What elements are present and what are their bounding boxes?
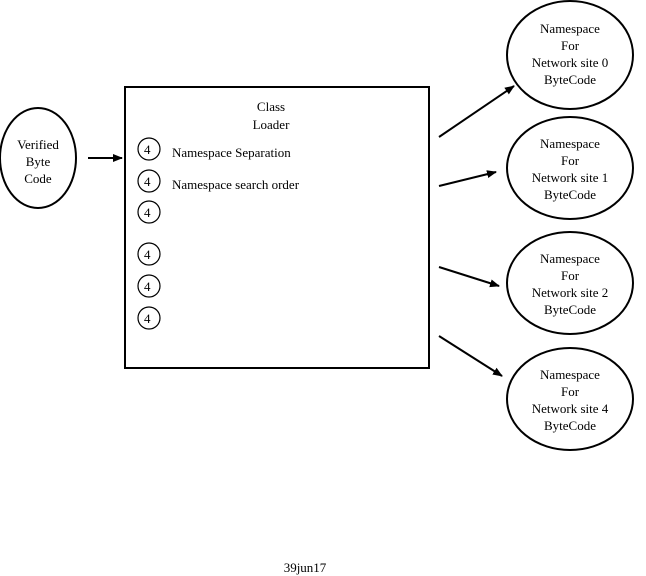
loader-item: 4 [137,274,161,298]
marker-circle-icon [137,306,161,330]
marker-circle-icon [137,169,161,193]
namespace-line: Network site 0 [532,55,609,70]
namespace-line: For [561,268,580,283]
namespace-node: Namespace For Network site 0 ByteCode [506,0,634,110]
loader-item: 4 Namespace search order [137,169,300,193]
loader-item: 4 Namespace Separation [137,137,291,161]
arrow-to-namespace-2 [438,266,500,288]
arrow-to-namespace-0 [438,85,515,138]
namespace-line: ByteCode [544,187,596,202]
namespace-line: Namespace [540,251,600,266]
namespace-line: ByteCode [544,418,596,433]
loader-item: 4 [137,242,161,266]
namespace-line: Namespace [540,367,600,382]
namespace-line: ByteCode [544,72,596,87]
loader-item-label: Namespace Separation [172,145,291,160]
namespace-line: Network site 1 [532,170,609,185]
loader-item: 4 [137,306,161,330]
arrow-to-namespace-4 [438,335,503,377]
loader-item-label: Namespace search order [172,177,300,192]
footer-label: 39jun17 [284,560,327,575]
loader-item-marker: 4 [144,311,151,326]
source-line-2: Byte [26,154,51,169]
verified-bytecode-node: Verified Byte Code [0,107,77,209]
source-line-3: Code [24,171,52,186]
namespace-line: For [561,384,580,399]
marker-circle-icon [137,242,161,266]
namespace-node: Namespace For Network site 4 ByteCode [506,347,634,451]
marker-circle-icon [137,137,161,161]
namespace-line: Network site 4 [532,401,609,416]
arrow-to-namespace-1 [438,170,497,187]
namespace-line: Network site 2 [532,285,609,300]
namespace-line: Namespace [540,21,600,36]
loader-title-line-1: Class [257,99,285,114]
marker-circle-icon [137,274,161,298]
namespace-line: For [561,153,580,168]
namespace-node: Namespace For Network site 1 ByteCode [506,116,634,220]
loader-item-marker: 4 [144,174,151,189]
loader-title-line-2: Loader [253,117,290,132]
namespace-line: Namespace [540,136,600,151]
namespace-node: Namespace For Network site 2 ByteCode [506,231,634,335]
class-loader-box: Class Loader 4 Namespace Separation 4 Na… [124,86,430,369]
loader-item-marker: 4 [144,247,151,262]
namespace-line: ByteCode [544,302,596,317]
loader-item: 4 [137,200,161,224]
marker-circle-icon [137,200,161,224]
namespace-line: For [561,38,580,53]
source-line-1: Verified [17,137,59,152]
loader-item-marker: 4 [144,205,151,220]
loader-item-marker: 4 [144,142,151,157]
loader-item-marker: 4 [144,279,151,294]
